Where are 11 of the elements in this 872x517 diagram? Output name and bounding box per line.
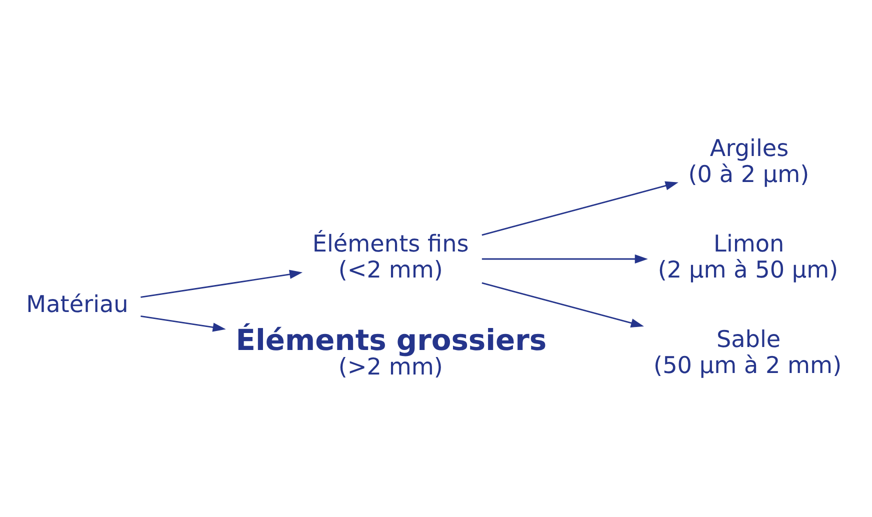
node-text: Matériau <box>26 292 128 318</box>
arrow <box>140 269 303 298</box>
node-text: Éléments grossiers (>2 mm) <box>236 322 547 380</box>
arrow <box>140 314 226 332</box>
arrow <box>482 282 644 327</box>
node-text: Argiles (0 à 2 µm) <box>688 136 810 188</box>
node-text: Sable (50 µm à 2 mm) <box>654 326 842 378</box>
node-text: Éléments fins (<2 mm) <box>312 230 469 284</box>
arrow <box>482 254 648 264</box>
arrow <box>482 180 678 236</box>
node-text: Limon (2 µm à 50 µm) <box>658 230 838 284</box>
